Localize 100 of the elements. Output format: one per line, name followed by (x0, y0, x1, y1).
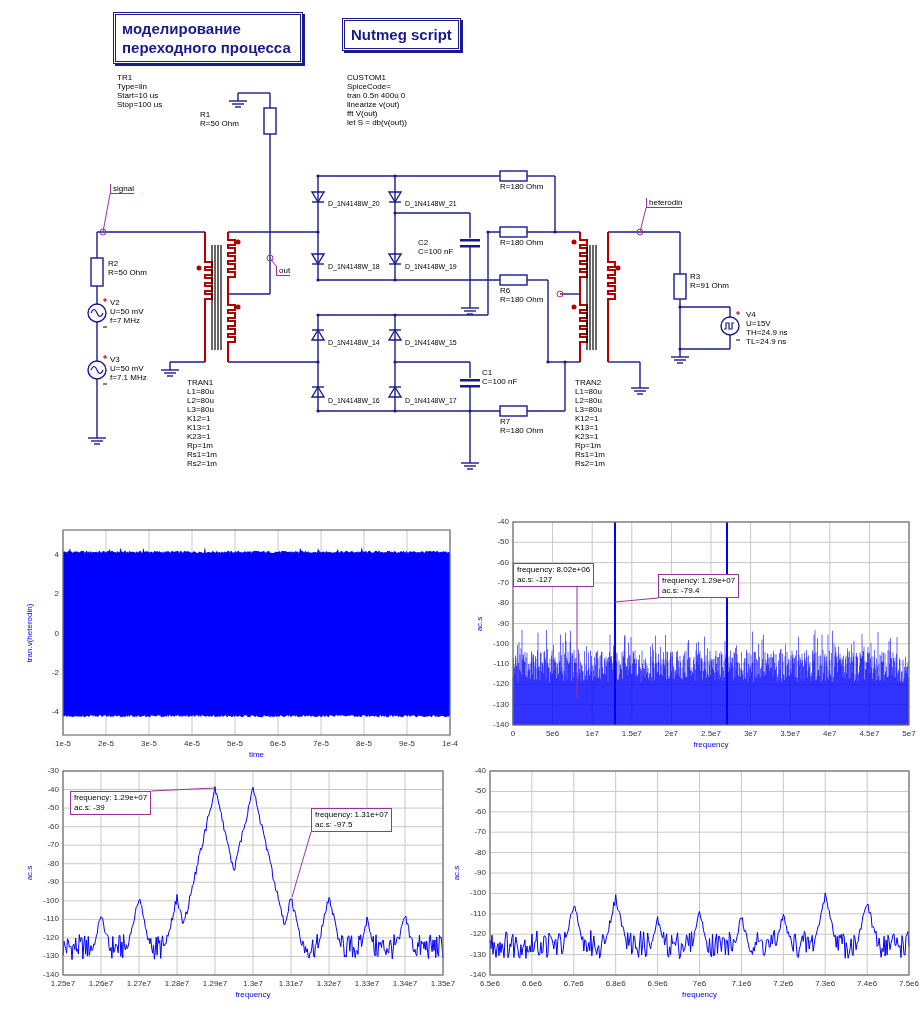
leader-line (99, 193, 111, 236)
tick-label: 4 (54, 550, 59, 559)
axis-title: time (248, 750, 265, 759)
tick-label: -110 (470, 908, 486, 918)
component-label: Rs1=1m (575, 450, 605, 459)
leader-line (291, 831, 312, 898)
axis-title: ac.s (474, 616, 484, 631)
tick-label: 6e-5 (270, 739, 286, 748)
callout-text: frequency: 1.29e+07 (74, 793, 148, 803)
callout-text: frequency: 1.29e+07 (662, 576, 736, 586)
component-label: V2 (110, 298, 120, 307)
component-label: L2=80u (575, 396, 602, 405)
tick-label: -110 (493, 659, 509, 669)
tick-label: -140 (470, 970, 486, 979)
tick-label: -100 (470, 888, 486, 898)
tick-label: -140 (493, 720, 509, 729)
tick-label: 8e-5 (356, 739, 372, 748)
heading-panel: Nutmeg script (342, 18, 461, 51)
component-label: C=100 nF (482, 377, 518, 386)
tick-label: -130 (493, 699, 509, 709)
component-label: R=180 Ohm (500, 295, 544, 304)
tick-label: 0 (510, 729, 516, 738)
component-label: TRAN2 (575, 378, 602, 387)
component-label: Rs2=1m (575, 459, 605, 468)
tick-label: -2 (51, 668, 59, 678)
tick-label: 1.5e7 (621, 729, 642, 738)
tick-label: -130 (43, 951, 59, 961)
tick-label: 7.4e6 (857, 979, 878, 988)
component-label: L1=80u (575, 387, 602, 396)
tick-label: 1.31e7 (278, 979, 304, 988)
tick-label: 3e-5 (141, 739, 157, 748)
tick-label: 4.5e7 (859, 729, 880, 738)
tick-label: -40 (497, 517, 509, 526)
tick-label: -80 (497, 598, 509, 608)
leader-line (266, 254, 277, 267)
callout-text: ac.s: -39 (74, 803, 106, 813)
callout-text: ac.s: -79.4 (662, 586, 701, 596)
leader-line (150, 787, 216, 792)
component-label: R=180 Ohm (500, 426, 544, 435)
tick-label: -30 (47, 766, 59, 775)
component-label: R2 (108, 259, 119, 268)
component-label: C=100 nF (418, 247, 454, 256)
tick-label: -4 (51, 707, 59, 717)
simulation-settings-text: TR1 (117, 73, 133, 82)
tick-label: -130 (470, 949, 486, 959)
component-label: V4 (746, 310, 756, 319)
tick-label: -70 (474, 827, 486, 837)
tick-label: 6.5e6 (480, 979, 500, 988)
component-label: L3=80u (575, 405, 602, 414)
tick-label: 6.8e6 (605, 979, 626, 988)
component-label: K13=1 (187, 423, 211, 432)
tick-label: 5e6 (545, 729, 560, 738)
tick-label: 0 (54, 628, 59, 638)
tick-label: 1.25e7 (50, 979, 76, 988)
simulation-settings-text: SpiceCode= (347, 82, 391, 91)
tick-label: -70 (47, 840, 59, 850)
axis-title: frequency (693, 740, 729, 749)
tick-label: -60 (474, 806, 486, 816)
tick-label: 7e-5 (313, 739, 329, 748)
tick-label: 5e7 (902, 729, 916, 738)
component-label: R3 (690, 272, 701, 281)
tick-label: 1.29e7 (202, 979, 228, 988)
tick-label: -80 (474, 847, 486, 857)
component-label: Rs1=1m (187, 450, 217, 459)
tick-label: 7.1e6 (731, 979, 752, 988)
simulation-settings-text: CUSTOM1 (347, 73, 386, 82)
tick-label: 1.32e7 (316, 979, 342, 988)
leader-line (636, 207, 647, 236)
simulation-settings-text: let S = db(v(out)) (347, 118, 407, 127)
tick-label: -90 (47, 877, 59, 887)
tick-label: 7e6 (692, 979, 707, 988)
component-label: U=50 mV (110, 307, 144, 316)
tick-label: 7.2e6 (773, 979, 794, 988)
callout-text: frequency: 1.31e+07 (315, 810, 389, 820)
component-label: U=50 mV (110, 364, 144, 373)
callout-box (311, 808, 393, 832)
component-label: K12=1 (187, 414, 211, 423)
callout-text: frequency: 8.02e+06 (517, 565, 591, 575)
tick-label: -120 (493, 679, 509, 689)
component-label: f=7.1 MHz (110, 373, 147, 382)
component-label: L1=80u (187, 387, 214, 396)
tick-label: 4e7 (823, 729, 837, 738)
axis-title: tran.v(heterodin) (24, 603, 34, 662)
tick-label: -40 (47, 784, 59, 794)
tick-label: 3e7 (743, 729, 758, 738)
tick-label: -40 (474, 766, 486, 775)
tick-label: 1.3e7 (243, 979, 263, 988)
simulation-settings-text: Type=lin (117, 82, 148, 91)
tick-label: 1.27e7 (126, 979, 152, 988)
leader-line (576, 586, 578, 700)
component-label: K23=1 (575, 432, 599, 441)
title-panel: моделирование переходного процесса (113, 12, 303, 64)
tick-label: 7.5e6 (899, 979, 919, 988)
component-label: C2 (418, 238, 429, 247)
tick-label: -60 (47, 821, 59, 831)
component-label: TL=24.9 ns (746, 337, 787, 346)
simulation-settings-text: fft V(out) (347, 109, 378, 118)
tick-label: -90 (474, 868, 486, 877)
tick-label: -80 (47, 858, 59, 868)
axis-title: frequency (681, 990, 718, 999)
